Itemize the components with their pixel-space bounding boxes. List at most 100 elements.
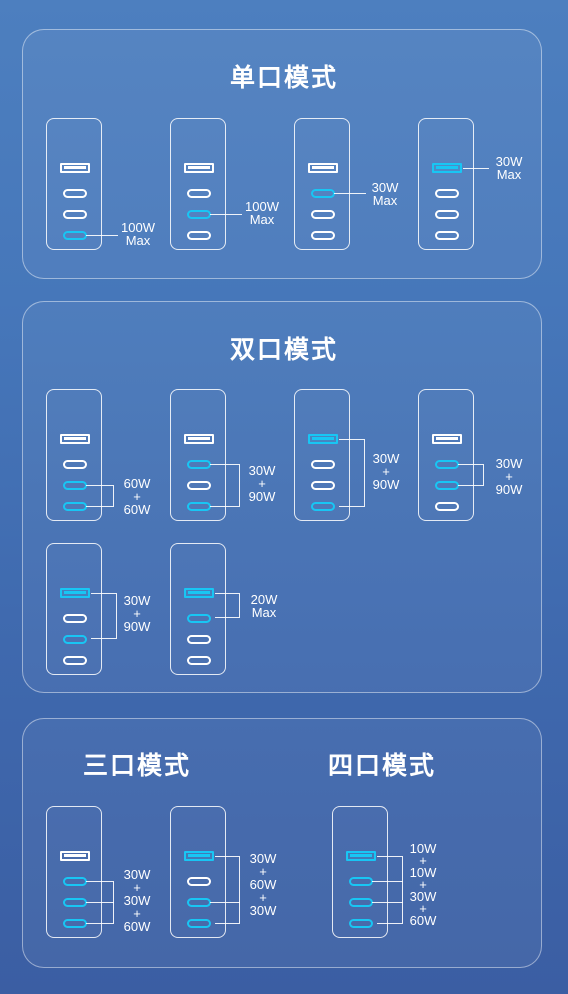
usb-c2-port [311, 481, 335, 490]
usb-a-port-active [346, 851, 376, 861]
usb-c3-port-active [63, 231, 87, 240]
usb-c2-port-active [187, 898, 211, 907]
usb-c2-port [63, 210, 87, 219]
charger-diagram [46, 543, 102, 675]
callout-line [86, 902, 114, 903]
usb-a-port-active [60, 588, 90, 598]
callout-bracket [215, 856, 240, 924]
charger-diagram [46, 389, 102, 521]
callout-line [372, 881, 403, 882]
charger-diagram [170, 118, 226, 250]
usb-c3-port-active [311, 502, 335, 511]
usb-c2-port-active [349, 898, 373, 907]
power-label: 10W + 10W + 30W + 60W [409, 841, 437, 928]
charger-diagram [170, 389, 226, 521]
usb-a-port-active [184, 588, 214, 598]
usb-a-port [60, 434, 90, 444]
power-label: 20W Max [250, 592, 278, 620]
callout-bracket [458, 464, 484, 486]
power-label: 30W Max [495, 154, 523, 182]
usb-c2-port [187, 481, 211, 490]
dual-port-panel: 双口模式 [22, 301, 542, 693]
usb-c1-port-active [435, 460, 459, 469]
callout-bracket [377, 856, 403, 924]
callout-line [210, 902, 240, 903]
usb-c3-port [435, 502, 459, 511]
usb-c2-port-active [63, 481, 87, 490]
usb-c1-port-active [311, 189, 335, 198]
callout-bracket [210, 464, 240, 507]
callout-bracket [215, 593, 240, 618]
usb-c3-port-active [187, 502, 211, 511]
usb-a-port-active [184, 851, 214, 861]
usb-c3-port [311, 231, 335, 240]
usb-c2-port-active [435, 481, 459, 490]
dual-port-title: 双口模式 [230, 335, 339, 364]
usb-a-port-active [432, 163, 462, 173]
usb-c1-port [435, 189, 459, 198]
usb-c1-port-active [63, 877, 87, 886]
power-label: 30W + 90W [123, 593, 151, 634]
charger-diagram [294, 389, 350, 521]
single-port-title: 单口模式 [230, 63, 339, 92]
usb-a-port [432, 434, 462, 444]
quad-port-title: 四口模式 [328, 751, 437, 780]
usb-c1-port [63, 189, 87, 198]
usb-c2-port-active [63, 635, 87, 644]
usb-c2-port-active [63, 898, 87, 907]
charger-diagram [46, 806, 102, 938]
usb-c2-port [187, 635, 211, 644]
charger-diagram [170, 543, 226, 675]
multi-port-panel: 三口模式 四口模式 [22, 718, 542, 968]
power-label: 100W Max [121, 220, 155, 248]
usb-a-port-active [308, 434, 338, 444]
charger-diagram [170, 806, 226, 938]
usb-c3-port-active [349, 919, 373, 928]
usb-c1-port [187, 189, 211, 198]
callout-line [463, 168, 489, 169]
usb-c3-port [187, 656, 211, 665]
callout-line [210, 214, 242, 215]
usb-c3-port-active [63, 919, 87, 928]
power-label: 100W Max [245, 199, 279, 227]
usb-c2-port [435, 210, 459, 219]
triple-port-title: 三口模式 [83, 751, 192, 780]
callout-bracket [91, 593, 117, 639]
usb-c1-port [187, 877, 211, 886]
charger-diagram [418, 389, 474, 521]
charger-diagram [294, 118, 350, 250]
usb-c1-port [63, 614, 87, 623]
power-label: 30W Max [371, 180, 399, 208]
power-label: 30W + 60W + 30W [249, 851, 277, 918]
usb-a-port [60, 851, 90, 861]
charger-diagram [418, 118, 474, 250]
usb-c2-port-active [187, 210, 211, 219]
charger-diagram [46, 118, 102, 250]
usb-c3-port [435, 231, 459, 240]
usb-a-port [308, 163, 338, 173]
callout-bracket [86, 485, 114, 507]
usb-c1-port [311, 460, 335, 469]
usb-c1-port-active [349, 877, 373, 886]
usb-c3-port-active [63, 502, 87, 511]
power-label: 30W + 90W [248, 463, 276, 504]
usb-c3-port [187, 231, 211, 240]
power-label: 30W + 90W [372, 451, 400, 492]
callout-line [372, 902, 403, 903]
power-label: 60W + 60W [123, 476, 151, 517]
usb-c3-port [63, 656, 87, 665]
power-label: 30W + 30W + 60W [123, 867, 151, 934]
usb-a-port [184, 163, 214, 173]
usb-c1-port-active [187, 460, 211, 469]
charger-diagram [332, 806, 388, 938]
power-label: 30W + 90W [495, 456, 523, 497]
usb-a-port [60, 163, 90, 173]
single-port-panel: 单口模式 [22, 29, 542, 279]
callout-bracket [339, 439, 365, 507]
usb-c1-port [63, 460, 87, 469]
callout-line [334, 193, 366, 194]
usb-c3-port-active [187, 919, 211, 928]
usb-c2-port [311, 210, 335, 219]
callout-line [86, 235, 118, 236]
usb-c1-port-active [187, 614, 211, 623]
